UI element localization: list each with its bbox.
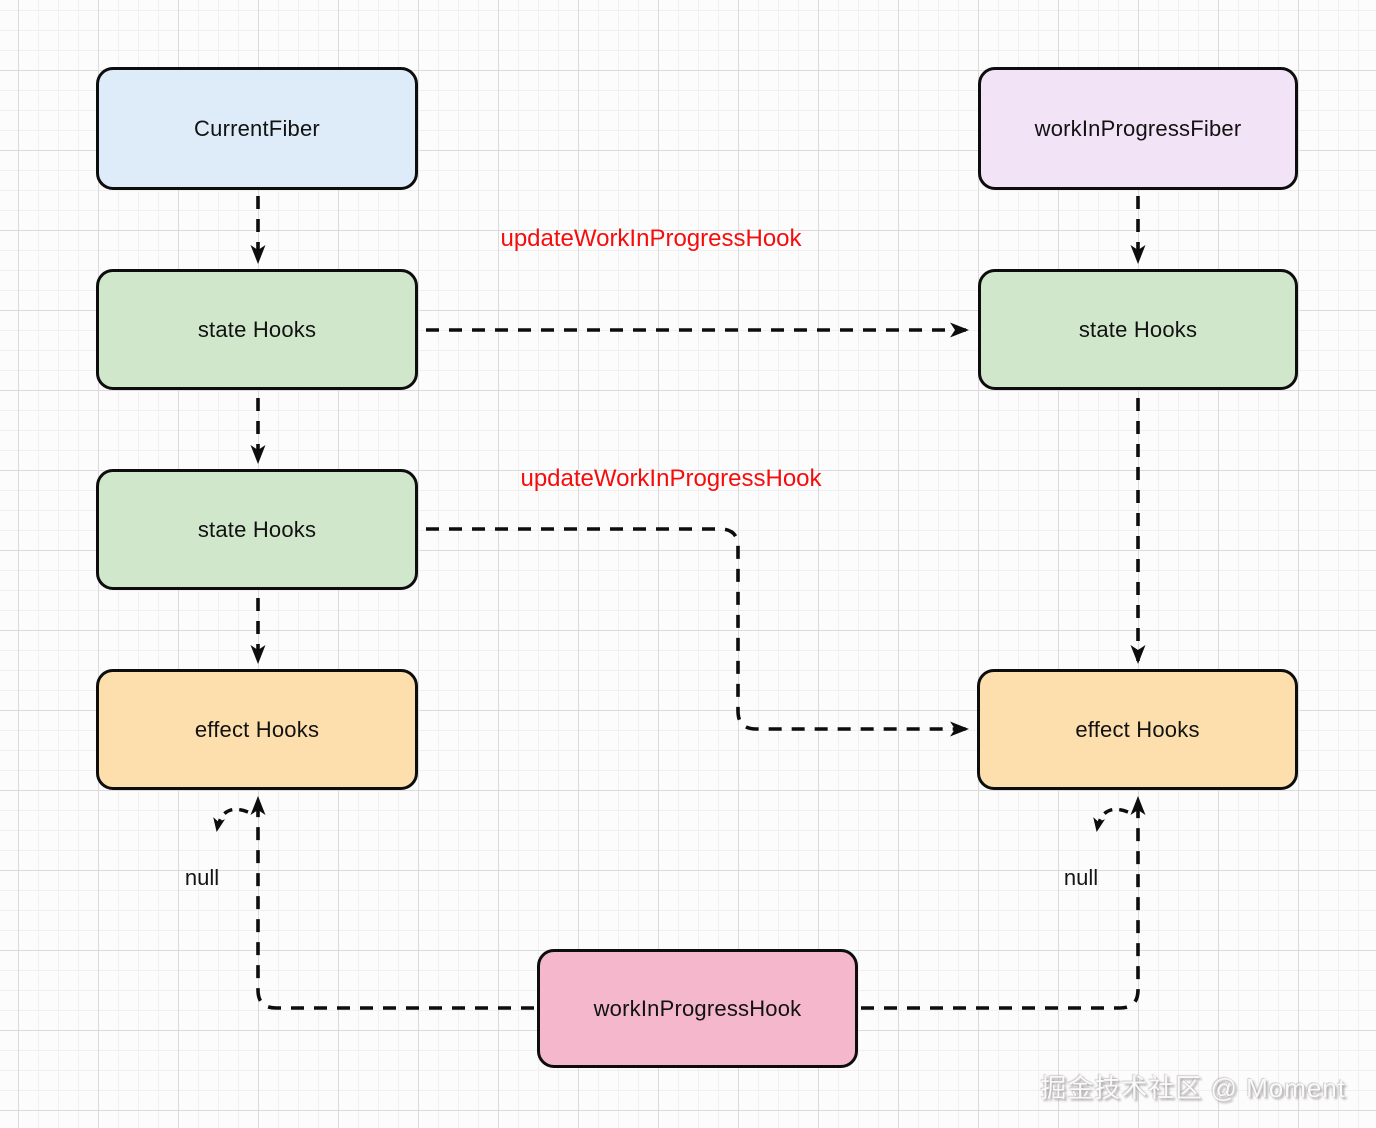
node-current-fiber: CurrentFiber	[96, 67, 418, 190]
edge-statehooks2-to-effecthooks-right	[426, 527, 969, 737]
node-state-hooks-right-label: state Hooks	[1078, 316, 1198, 342]
node-work-in-progress-hook-label: workInProgressHook	[593, 995, 802, 1021]
node-effect-hooks-left-label: effect Hooks	[194, 716, 320, 742]
node-effect-hooks-right-label: effect Hooks	[1075, 716, 1200, 742]
node-work-in-progress-fiber: workInProgressFiber	[978, 67, 1298, 190]
edge-wiphook-to-effecthooks-left	[250, 796, 534, 1010]
node-state-hooks-left-1: state Hooks	[96, 269, 418, 390]
node-state-hooks-left-1-label: state Hooks	[197, 316, 317, 342]
node-effect-hooks-right: effect Hooks	[977, 669, 1298, 790]
node-state-hooks-right: state Hooks	[978, 269, 1298, 390]
node-current-fiber-label: CurrentFiber	[194, 115, 320, 141]
null-label-left: null	[184, 865, 220, 890]
edge-label-update-work-in-progress-hook-1: updateWorkInProgressHook	[500, 225, 802, 252]
edge-effecthooks-right-to-null	[1093, 807, 1129, 832]
edge-wiphook-to-effecthooks-right	[861, 796, 1146, 1010]
edge-effecthooks-left-to-null	[213, 807, 249, 832]
node-work-in-progress-hook: workInProgressHook	[537, 949, 858, 1068]
null-label-right: null	[1063, 865, 1099, 890]
edge-label-update-work-in-progress-hook-2: updateWorkInProgressHook	[520, 465, 822, 492]
node-state-hooks-left-2-label: state Hooks	[197, 516, 317, 542]
node-work-in-progress-fiber-label: workInProgressFiber	[1034, 115, 1242, 141]
node-effect-hooks-left: effect Hooks	[96, 669, 418, 790]
node-state-hooks-left-2: state Hooks	[96, 469, 418, 590]
watermark: 掘金技术社区 @ Moment	[1040, 1073, 1346, 1103]
